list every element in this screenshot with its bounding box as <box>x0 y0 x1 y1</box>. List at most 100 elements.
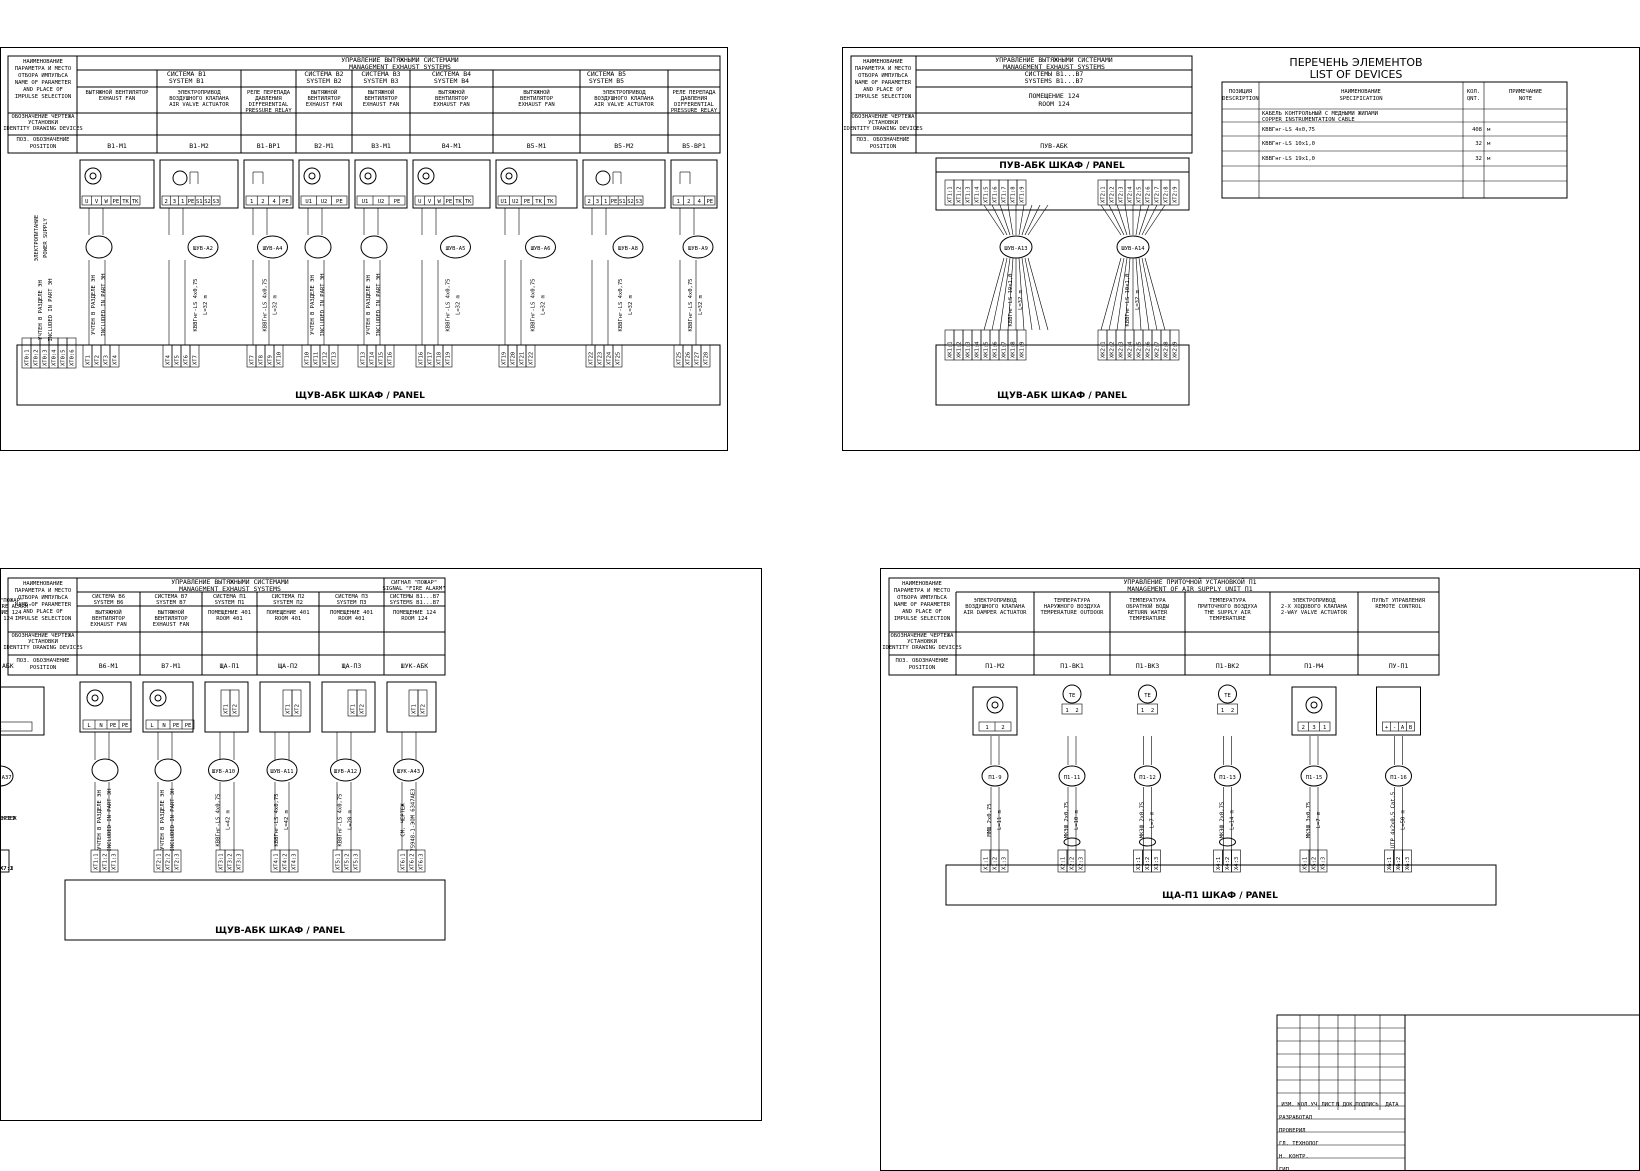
param-header-label: ПАРАМЕТРА И МЕСТО <box>855 66 911 72</box>
devices-header: ПРИМЕЧАНИЕ <box>1509 89 1542 95</box>
devices-header: QNT. <box>1467 96 1480 102</box>
cable-id: ШУВ-А10 <box>212 769 235 775</box>
wire-bundle <box>1021 257 1033 331</box>
terminal-label: PE <box>173 723 180 729</box>
terminal-number: XK2:8 <box>1164 341 1170 358</box>
device-box <box>142 681 194 733</box>
fan-icon <box>149 689 167 707</box>
device-description: EXHAUST FAN <box>99 96 135 102</box>
terminal-cell <box>288 849 299 873</box>
position-code: В6-М1 <box>99 662 119 670</box>
terminal-number: XT6:2 <box>410 853 416 870</box>
terminal-cell <box>108 849 119 873</box>
terminal-number: X3:2 <box>1145 857 1151 870</box>
panel-frame <box>935 344 1190 406</box>
terminal-label: 2 <box>1231 708 1234 714</box>
fan-icon <box>500 167 518 185</box>
header-table <box>850 55 1193 154</box>
wire-bundle <box>1144 204 1166 236</box>
ident-label: IDENTITY DRAWING DEVICES <box>882 645 961 651</box>
terminal-number: XT4:1 <box>274 853 280 870</box>
system-label: СИСТЕМЫ В1...В7 <box>390 594 440 600</box>
device-description: 2-Х ХОДОВОГО КЛАПАНА <box>1281 604 1348 610</box>
terminal-number: XT0:3 <box>43 349 49 366</box>
terminal-cell <box>1151 849 1161 873</box>
terminal-number: X4:3 <box>1234 857 1240 870</box>
terminal-number: XT4:3 <box>292 853 298 870</box>
terminal-number: X1:3 <box>1002 857 1008 870</box>
terminal-number: XT23 <box>598 352 604 365</box>
cable-marker <box>360 235 388 259</box>
cable-marker <box>682 235 714 259</box>
cable-length: L=42 m <box>284 809 290 830</box>
device-description: ЭЛЕКТРОПРИВОД <box>1292 598 1336 604</box>
param-header-label: ОТБОРА ИМПУЛЬСА <box>18 595 68 601</box>
section-title: УПРАВЛЕНИЕ ВЫТЯЖНЫМИ СИСТЕМАМИ <box>171 578 288 586</box>
device-description: НАРУЖНОГО ВОЗДУХА <box>1044 604 1101 610</box>
stamp-column-label: ЛИСТ <box>1321 1102 1335 1108</box>
cable-spec: МКЭШ 2х0,75 <box>1220 802 1226 838</box>
terminal-label: TK <box>455 199 462 205</box>
device-description: SIGNAL "FIRE ALARM" <box>0 604 31 610</box>
system-label: SYSTEM B4 <box>434 77 469 85</box>
panel-label: ЩА-П1 ШКАФ / PANEL <box>1162 891 1278 901</box>
param-header-label: ОТБОРА ИМПУЛЬСА <box>897 595 947 601</box>
sensor-terminal <box>1061 703 1083 715</box>
system-label: SYSTEM B2 <box>306 77 341 85</box>
terminal-number: XT1 <box>286 704 292 714</box>
position-code: В3-М1 <box>371 142 391 150</box>
cable-spec: КВВГнг-LS 4х0,75 <box>216 794 222 847</box>
device-box <box>243 159 294 209</box>
wire-bundle <box>1007 204 1014 236</box>
position-code: П1-ВК1 <box>1060 662 1084 670</box>
param-header-label: НАИМЕНОВАНИЕ <box>902 581 942 587</box>
device-description: ПОМЕЩЕНИЕ 401 <box>208 610 251 616</box>
terminal-label: PE <box>446 199 453 205</box>
terminal-cell <box>1075 849 1086 873</box>
device-description: СИГНАЛ "ПОЖАР" <box>0 598 23 604</box>
sensor-icon <box>1062 684 1082 704</box>
terminal-number: XT0:6 <box>70 349 76 366</box>
device-description: DIFFERENTIAL <box>674 102 714 108</box>
terminal-label: U <box>85 199 88 205</box>
cable-marker <box>440 235 471 259</box>
terminal-number: XT27 <box>695 352 701 365</box>
param-header-label: ПАРАМЕТРА И МЕСТО <box>894 588 950 594</box>
system-label: СИСТЕМА В3 <box>361 70 400 78</box>
terminal-cell <box>415 849 426 873</box>
position-code: ЩА-П3 <box>342 662 362 670</box>
device-description: ROOM 124 <box>401 616 428 622</box>
panel-label: ЩУВ-АБК ШКАФ / PANEL <box>295 391 425 401</box>
terminal-number: XT6 <box>184 355 190 365</box>
counted-note: УЧТЕН В РАЗДЕЛЕ ЭН <box>366 275 372 335</box>
see-drawing-note: 75948-1-ЭОМ_6347AЕ3 <box>411 789 417 852</box>
device-description: EXHAUST FAN <box>306 102 342 108</box>
terminal-label: S1 <box>619 199 626 205</box>
wire-bundle <box>1138 257 1150 331</box>
param-header-label: IMPULSE SELECTION <box>894 616 950 622</box>
cable-spec: КВВГнг-LS 4х0,75 <box>193 279 199 332</box>
wire-bundle <box>1007 257 1014 331</box>
cable-marker <box>208 758 239 782</box>
terminal-number: XT1:8 <box>1011 186 1017 203</box>
cable-id: П1-13 <box>1219 775 1236 781</box>
stamp-role-label: ГЛ. ТЕХНОЛОГ <box>1279 1141 1319 1147</box>
terminal-number: X1:2 <box>993 857 999 870</box>
stamp-role-label: РАЗРАБОТАЛ <box>1279 1115 1312 1121</box>
device-description: РЕЛЕ ПЕРЕПАДА <box>672 90 716 96</box>
terminal-label: 1 <box>1065 708 1068 714</box>
cable-id: ШУВ-А13 <box>1004 246 1027 252</box>
cable-spec: СМ. ЧЕРТЕЖ <box>0 816 17 822</box>
terminal-number: XT16 <box>419 352 425 365</box>
terminal-number: XT7 <box>250 355 256 365</box>
device-description: DIFFERENTIAL <box>249 102 289 108</box>
terminal-strip <box>356 195 406 206</box>
terminal-label: 2 <box>1075 708 1078 714</box>
device-description: 2-WAY VALVE ACTUATOR <box>1281 610 1348 616</box>
devices-subtitle: LIST OF DEVICES <box>1310 68 1403 81</box>
cable-spec: МКЭШ 2х0,75 <box>1140 802 1146 838</box>
counted-note: УЧТЕН В РАЗДЕЛЕ ЭН <box>91 275 97 335</box>
device-description: PRESSURE RELAY <box>671 108 718 114</box>
wire-bundle <box>1116 257 1128 331</box>
